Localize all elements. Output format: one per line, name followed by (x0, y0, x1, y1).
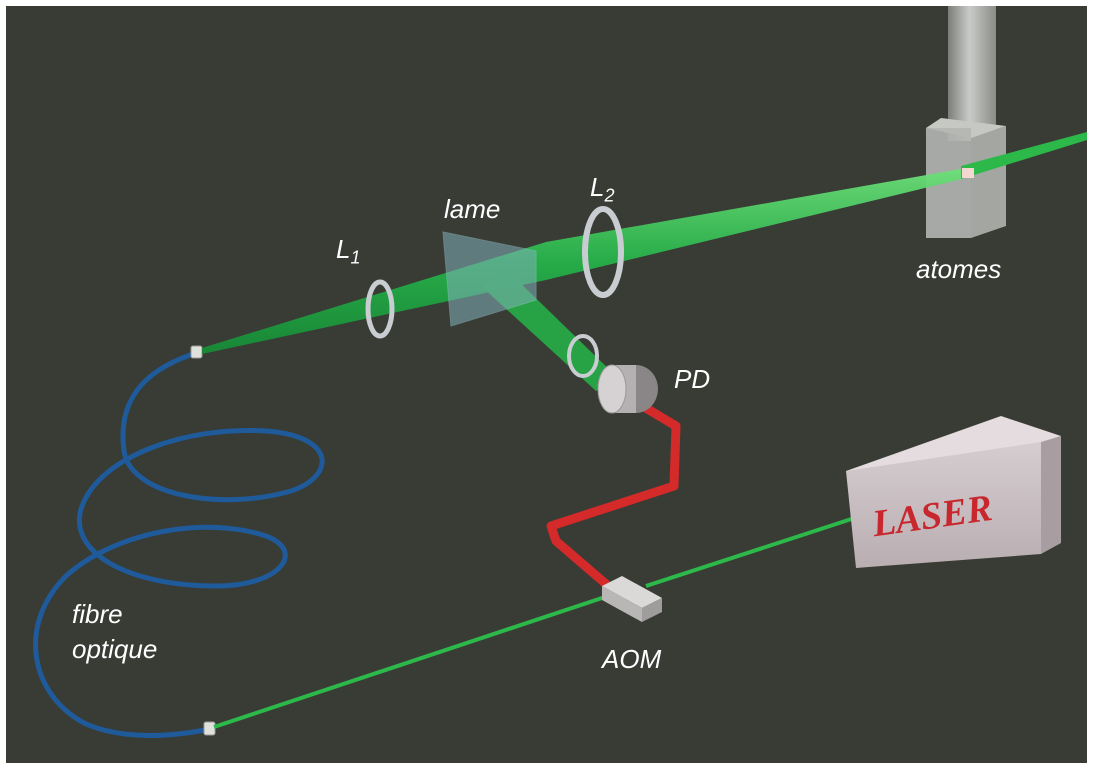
lens-l2 (582, 206, 624, 298)
beam-exit (961, 132, 1087, 179)
diagram-canvas: LASER (33, 6, 1087, 738)
label-atoms: atomes (916, 254, 1002, 284)
fiber-coupler-top (190, 345, 203, 359)
atom-cloud (962, 168, 974, 178)
lens-pd (567, 334, 599, 378)
beam-fiber-to-aom (213, 594, 609, 729)
lens-l1 (365, 279, 395, 339)
label-photodiode: PD (674, 364, 711, 394)
label-fiber-line2: optique (72, 634, 158, 664)
fiber-coupler-bottom (203, 721, 216, 736)
laser-side (1041, 436, 1061, 554)
label-fiber-line1: fibre (72, 599, 123, 629)
atom-cell-side (971, 126, 1006, 238)
optics-setup-diagram: LASER L1 lame L2 atomes PD AOM fibre opt… (6, 6, 1087, 763)
beam-aom-to-laser (645, 509, 877, 588)
optical-fiber (33, 350, 325, 738)
label-lens-l2: L2 (590, 172, 615, 206)
label-plate: lame (444, 194, 501, 224)
aom-top (602, 576, 662, 608)
aom-side (642, 598, 662, 622)
aom-front (602, 586, 642, 622)
laser-front (846, 442, 1041, 568)
label-lens-l1: L1 (336, 234, 361, 268)
vacuum-tube (948, 6, 996, 141)
feedback-cable (546, 396, 681, 589)
label-aom: AOM (602, 644, 662, 674)
photodiode (597, 364, 627, 414)
glass-plate (442, 231, 537, 327)
